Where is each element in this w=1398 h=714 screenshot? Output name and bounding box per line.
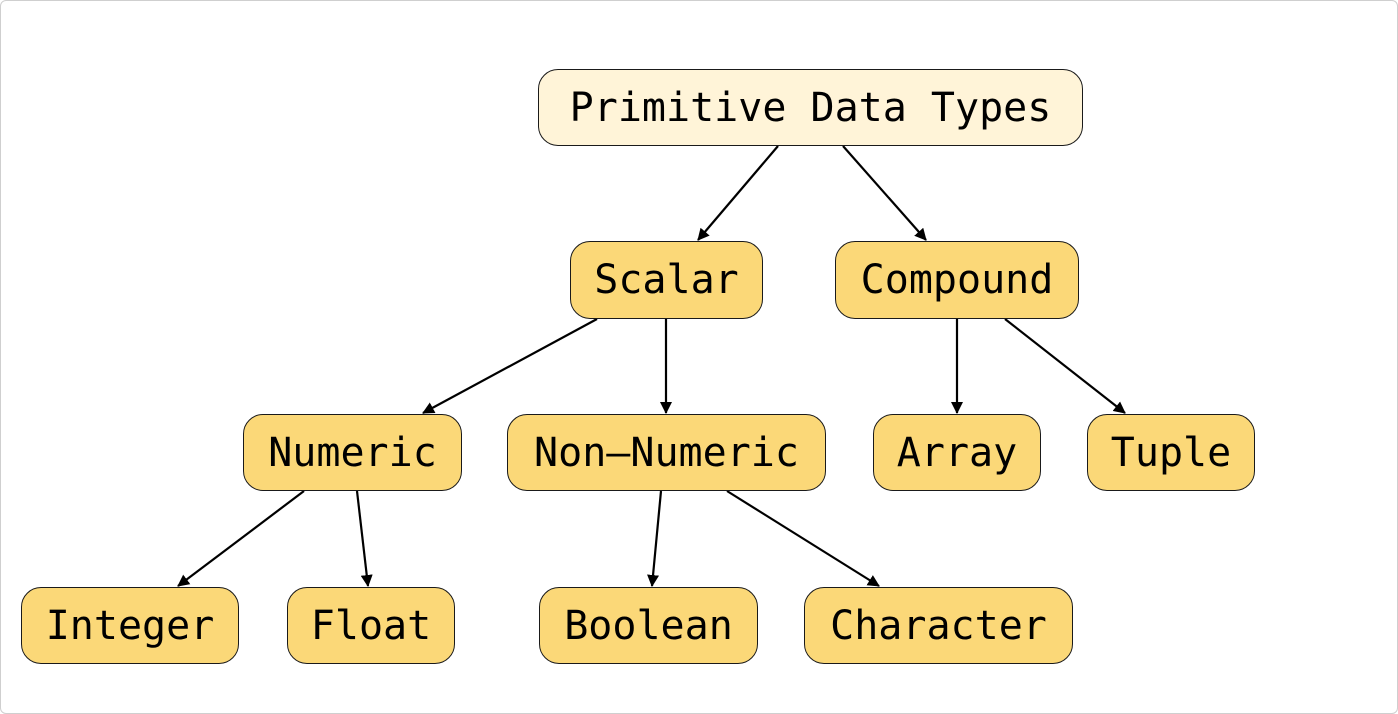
node-non-numeric: Non—Numeric bbox=[507, 414, 826, 491]
edge-numeric-float bbox=[355, 490, 373, 587]
node-boolean: Boolean bbox=[539, 587, 758, 664]
node-array: Array bbox=[873, 414, 1041, 491]
node-integer: Integer bbox=[21, 587, 239, 664]
node-tuple: Tuple bbox=[1087, 414, 1255, 491]
edge-nonnumeric-character bbox=[726, 490, 880, 587]
node-scalar: Scalar bbox=[570, 241, 763, 319]
edge-scalar-numeric bbox=[422, 318, 598, 414]
node-float: Float bbox=[287, 587, 455, 664]
node-compound: Compound bbox=[835, 241, 1079, 319]
edge-numeric-integer bbox=[177, 490, 305, 587]
edge-root-compound bbox=[842, 145, 927, 241]
edge-nonnumeric-boolean bbox=[647, 490, 663, 587]
edge-compound-tuple bbox=[1004, 318, 1126, 414]
node-numeric: Numeric bbox=[243, 414, 462, 491]
node-primitive-data-types: Primitive Data Types bbox=[538, 69, 1083, 146]
node-character: Character bbox=[804, 587, 1073, 664]
edge-root-scalar bbox=[697, 145, 779, 241]
